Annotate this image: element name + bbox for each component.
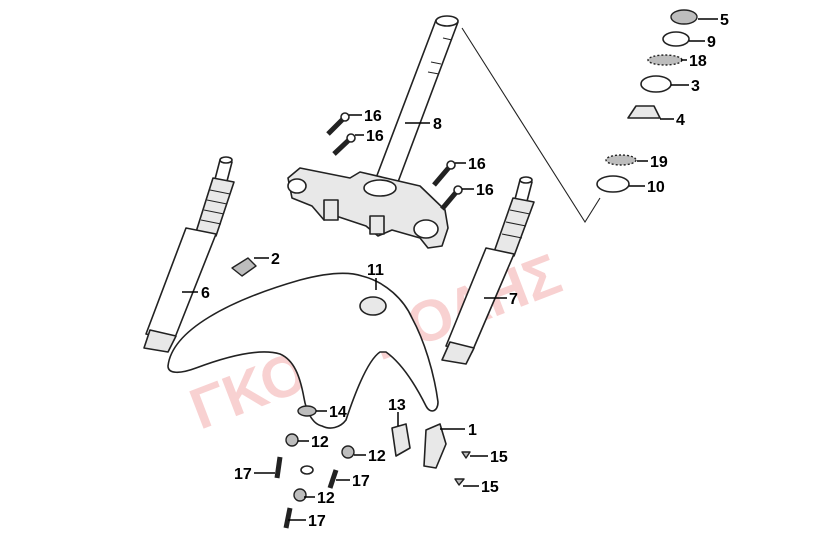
callout-12-b: 12 [368,448,386,465]
bolt-17-b [327,469,339,489]
bolt-16-a [326,112,350,136]
left-fork-leg [143,156,235,353]
right-fork-leg [441,176,535,365]
callout-17-a: 17 [234,466,252,483]
clip-2 [231,257,257,277]
callout-10: 10 [647,179,665,196]
bracket-1 [423,423,447,469]
callout-12-c: 12 [317,490,335,507]
callout-19: 19 [650,154,668,171]
washer-12-c [293,488,307,502]
nut-5 [670,9,698,25]
bolt-16-b [332,133,356,156]
ball-bearing-19 [605,154,637,166]
screw-15-a [461,451,471,459]
callout-9: 9 [707,34,716,51]
assembly-guide-line [461,27,601,224]
race-3 [640,75,672,93]
cone-race-4 [627,105,661,119]
bracket-13 [391,423,411,457]
fender-mount-hole [359,296,387,316]
callout-16-b: 16 [366,128,384,145]
bolt-16-c [432,160,456,187]
nut-14 [297,405,317,417]
callout-15-a: 15 [490,449,508,466]
callout-16-c: 16 [468,156,486,173]
callout-12-a: 12 [311,434,329,451]
washer-12-b [341,445,355,459]
steering-stem-assembly [287,15,459,249]
callout-6: 6 [201,285,210,302]
bolt-17-a [274,456,283,479]
callout-8: 8 [433,116,442,133]
callout-16-a: 16 [364,108,382,125]
bolt-17-c [283,507,293,529]
race-10 [596,175,630,193]
washer-small [300,465,314,475]
callout-15-b: 15 [481,479,499,496]
callout-2: 2 [271,251,280,268]
callout-14: 14 [329,404,347,421]
callout-7: 7 [509,291,518,308]
callout-17-b: 17 [352,473,370,490]
bolt-16-d [440,185,463,211]
washer-12-a [285,433,299,447]
callout-5: 5 [720,12,729,29]
leader-lines [182,18,718,521]
callout-1: 1 [468,422,477,439]
callout-16-d: 16 [476,182,494,199]
washer-9 [662,31,690,47]
callout-3: 3 [691,78,700,95]
callout-4: 4 [676,112,685,129]
callout-18: 18 [689,53,707,70]
ball-bearing-18 [647,54,683,66]
screw-15-b [454,478,465,486]
callout-13: 13 [388,397,406,414]
callout-17-c: 17 [308,513,326,530]
callout-11: 11 [367,262,384,279]
